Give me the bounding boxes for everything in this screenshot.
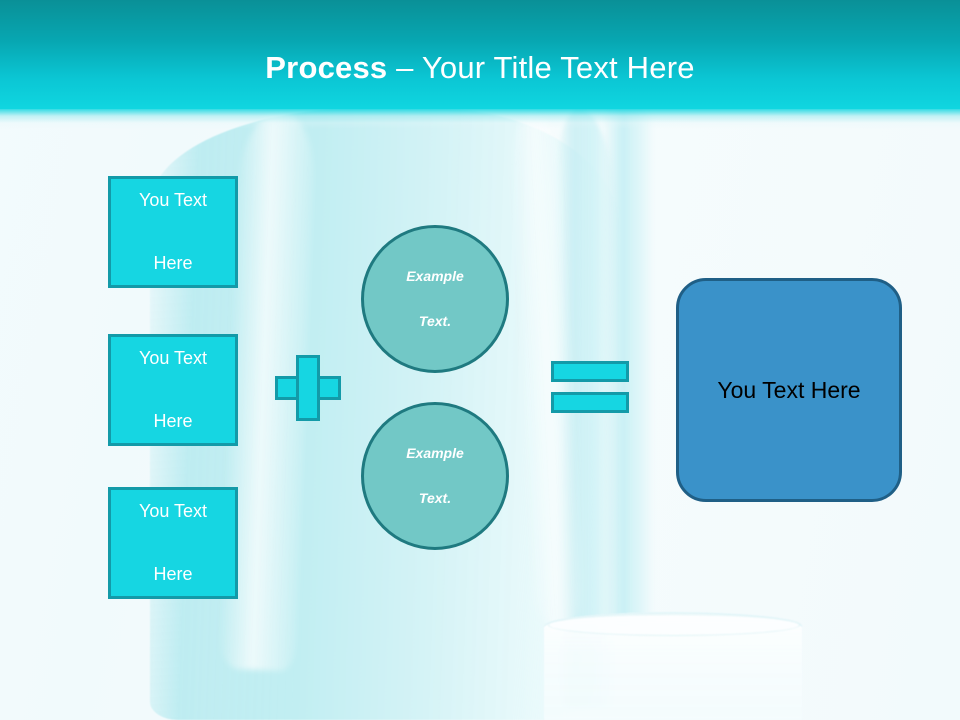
example-circle-1-line2: Text. <box>418 313 452 330</box>
header-band <box>0 0 960 109</box>
page-title-bold: Process <box>265 50 388 85</box>
input-box-3-line2: Here <box>153 563 193 584</box>
plus-icon-center-fill <box>299 379 317 397</box>
page-title-light: Your Title Text Here <box>421 50 695 85</box>
result-box[interactable]: You Text Here <box>676 278 902 502</box>
equals-icon-top-bar <box>551 361 629 382</box>
input-box-3-line1: You Text <box>138 500 208 521</box>
header-fade-strip <box>0 109 960 129</box>
example-circle-2-line2: Text. <box>418 490 452 507</box>
result-box-label: You Text Here <box>717 376 861 403</box>
plus-icon <box>275 355 341 421</box>
page-title: Process – Your Title Text Here <box>0 50 960 86</box>
equals-icon-bottom-bar <box>551 392 629 413</box>
equals-icon <box>551 361 629 413</box>
input-box-1-line2: Here <box>153 252 193 273</box>
example-circle-1-line1: Example <box>406 268 464 285</box>
page-title-separator: – <box>387 50 422 85</box>
input-box-2-line2: Here <box>153 410 193 431</box>
background-glass-rim <box>548 614 800 636</box>
example-circle-2-line1: Example <box>406 445 464 462</box>
input-box-1-line1: You Text <box>138 189 208 210</box>
input-box-2-line1: You Text <box>138 347 208 368</box>
